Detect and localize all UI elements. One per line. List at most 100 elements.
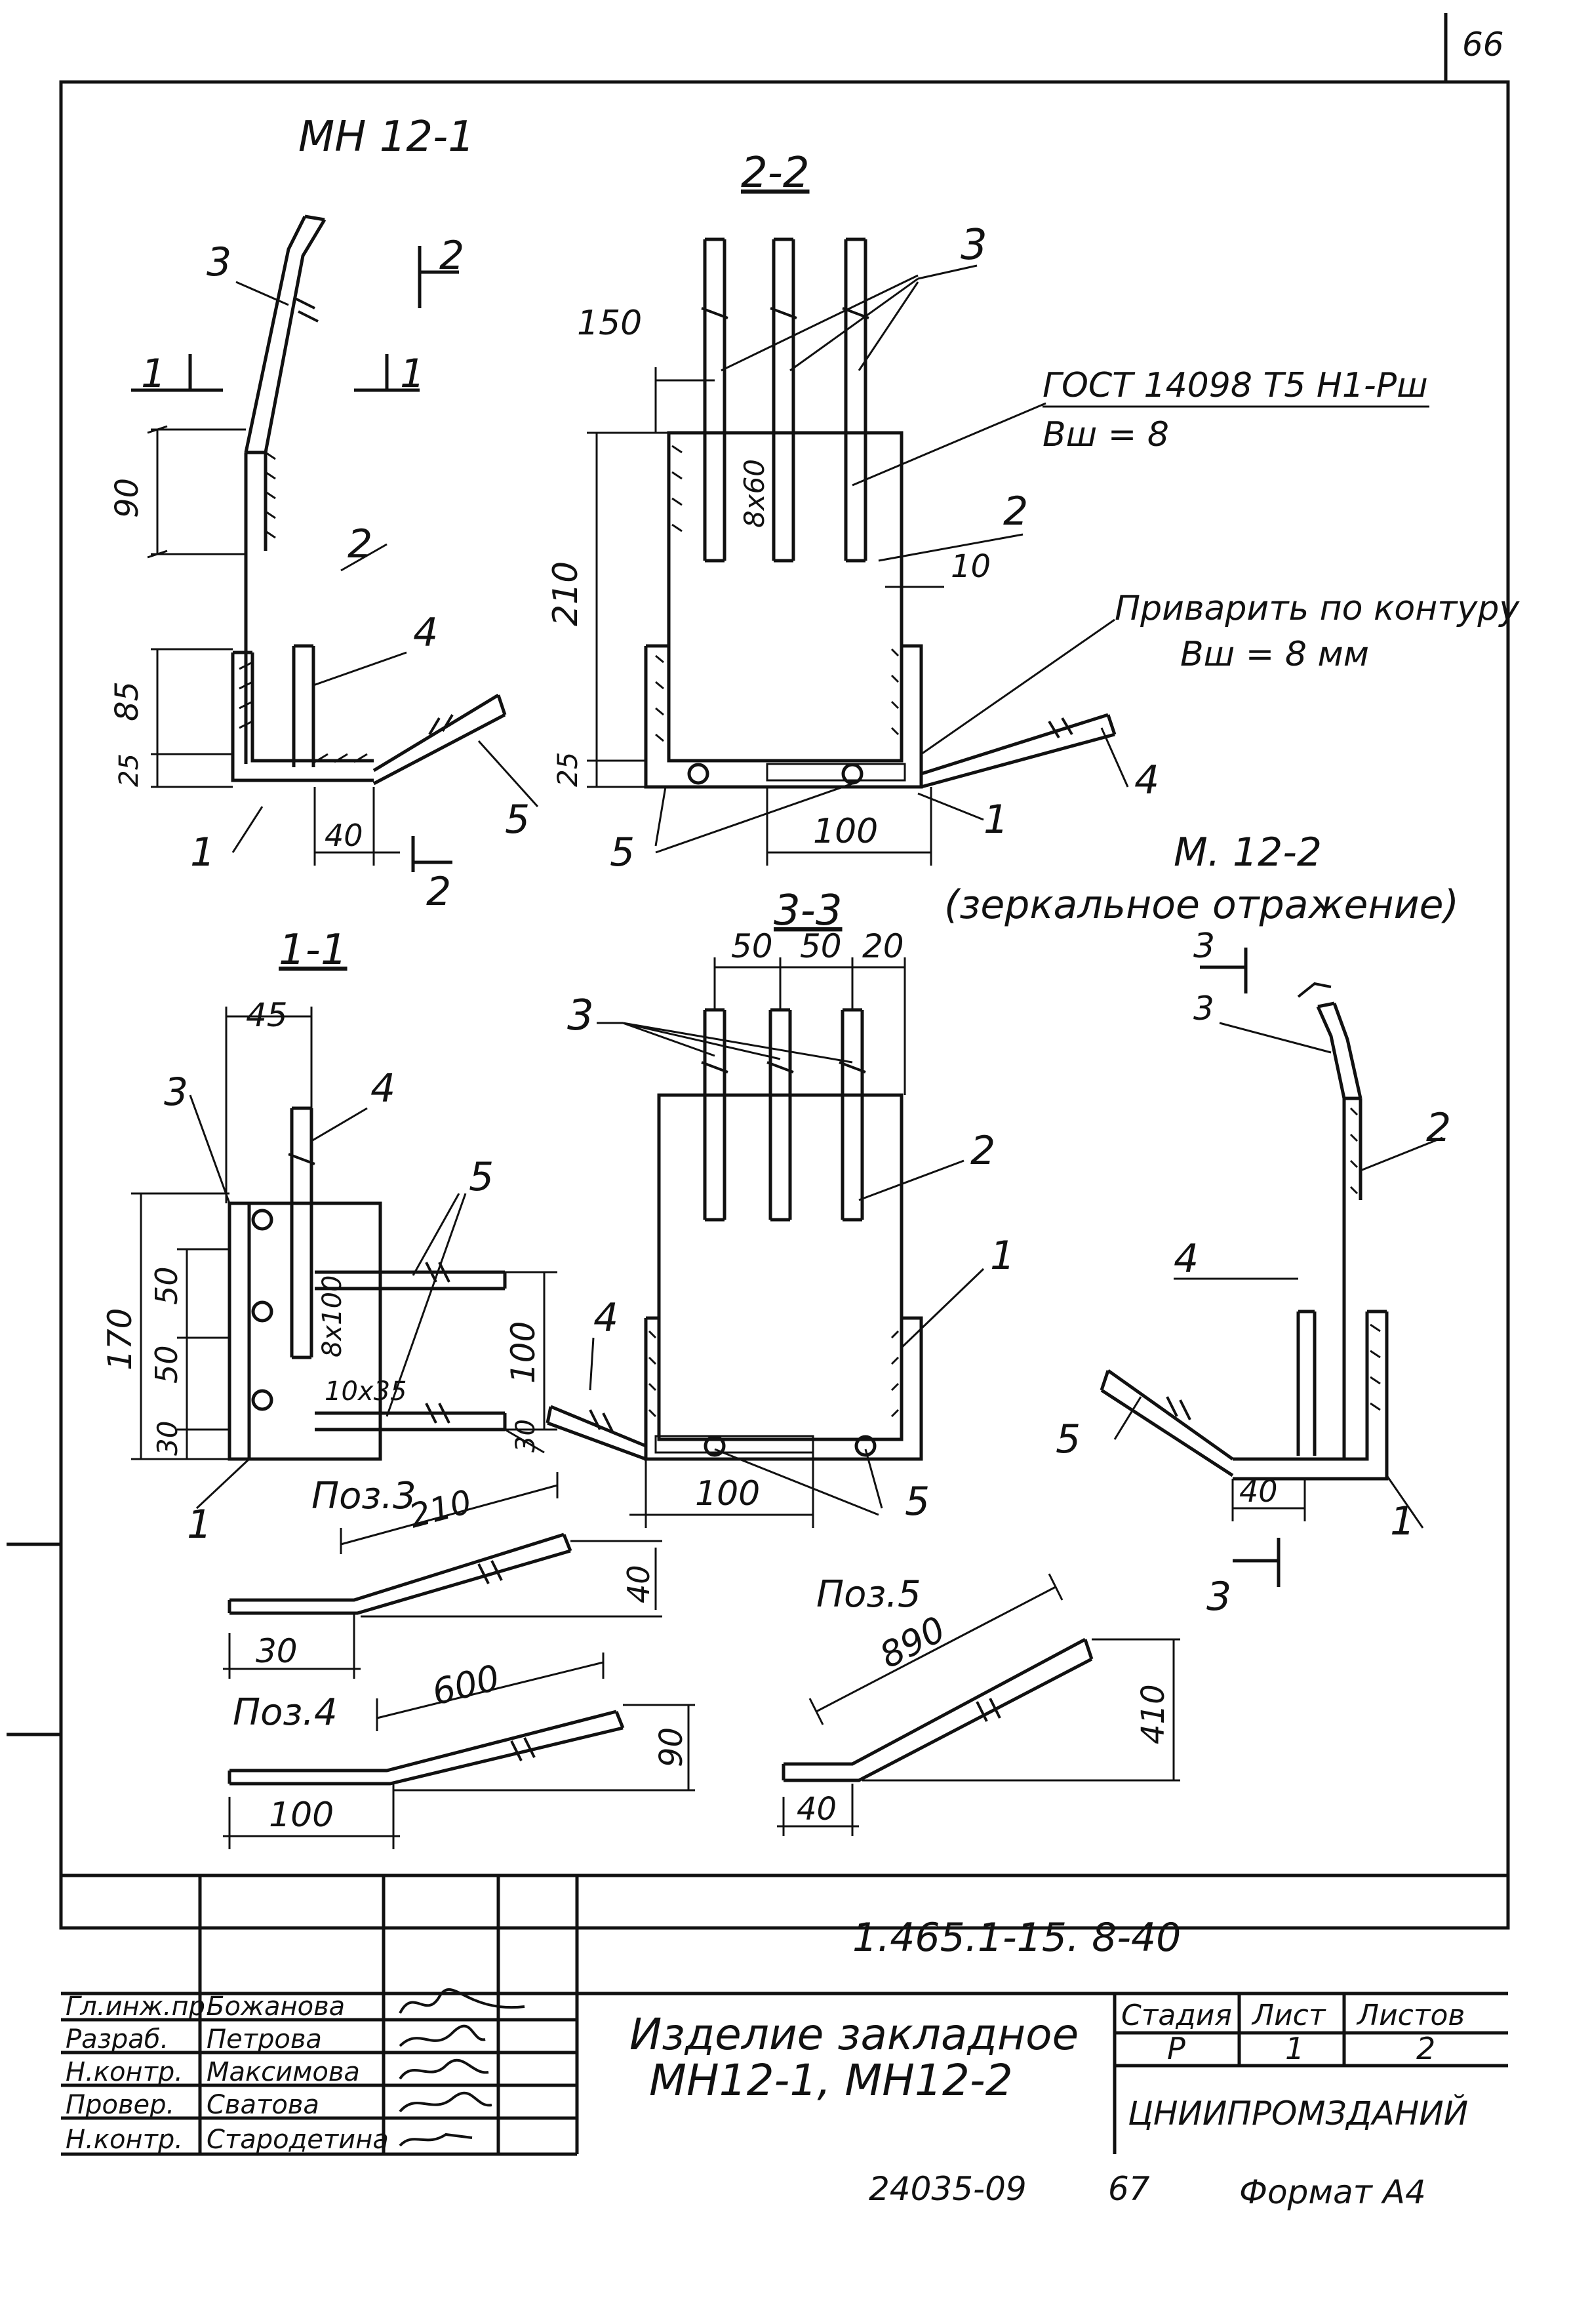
role-1: Разраб. xyxy=(66,2024,169,2054)
sheets-value: 2 xyxy=(1416,2031,1435,2066)
pos-4-2-2: 4 xyxy=(1134,757,1159,803)
view-subtitle-mn12-2: (зеркальное отражение) xyxy=(944,882,1459,928)
pos-2-3-3: 2 xyxy=(970,1128,995,1174)
dim-210-2-2: 210 xyxy=(546,561,586,626)
pos-1-3-3: 1 xyxy=(990,1233,1015,1279)
product-name-line2: МН12-1, МН12-2 xyxy=(649,2055,1013,2106)
pos-4-mn12-2: 4 xyxy=(1174,1236,1199,1282)
dim-50-1-1-b: 50 xyxy=(149,1345,184,1384)
dim-40-mn12-1: 40 xyxy=(325,818,363,853)
dim-410: 410 xyxy=(1135,1684,1172,1744)
person-1: Петрова xyxy=(207,2024,322,2054)
pos-4-3-3: 4 xyxy=(593,1295,618,1341)
view-title-3-3: 3-3 xyxy=(774,887,843,935)
pos-3-2-2: 3 xyxy=(961,221,987,270)
detail-poz5 xyxy=(777,1573,1180,1836)
dim-890: 890 xyxy=(873,1608,953,1676)
stage-value: Р xyxy=(1167,2031,1185,2066)
mn12-1-side-view xyxy=(131,214,539,872)
dim-100-2-2: 100 xyxy=(813,812,878,851)
pos-3-mn12-1: 3 xyxy=(207,239,231,285)
dim-8x60: 8х60 xyxy=(738,459,770,528)
dim-50-3-3-a: 50 xyxy=(731,927,773,965)
pos-2-mn12-2: 2 xyxy=(1426,1105,1451,1151)
section-3-3-view xyxy=(546,957,985,1528)
detail-poz3 xyxy=(223,1472,662,1679)
col-sheets-header: Листов xyxy=(1356,1999,1465,2032)
pos-2-mn12-1: 2 xyxy=(348,521,372,567)
pos-5-mn12-2: 5 xyxy=(1056,1416,1081,1462)
dim-90-mn12-1: 90 xyxy=(109,478,146,518)
dim-40-poz5: 40 xyxy=(797,1791,837,1828)
note-weld-contour-size: Вш = 8 мм xyxy=(1180,635,1369,674)
detail-label-poz4: Поз.4 xyxy=(233,1691,338,1734)
dim-90-poz4: 90 xyxy=(653,1727,690,1767)
section-mark-1-right: 1 xyxy=(400,351,425,397)
dim-100-1-1: 100 xyxy=(504,1321,542,1384)
dim-10x35: 10х35 xyxy=(325,1376,407,1407)
footer-page: 67 xyxy=(1108,2170,1150,2208)
person-0: Божанова xyxy=(207,1992,345,2022)
detail-label-poz3: Поз.3 xyxy=(311,1475,416,1517)
role-3: Провер. xyxy=(66,2090,174,2120)
dim-10: 10 xyxy=(951,548,991,585)
pos-5-3-3: 5 xyxy=(905,1479,930,1525)
person-3: Сватова xyxy=(207,2090,319,2120)
dim-25-mn12-1: 25 xyxy=(114,753,144,787)
section-mark-3-bottom: 3 xyxy=(1206,1574,1231,1620)
dim-30-1-1-a: 30 xyxy=(151,1421,184,1456)
sheet-number: 66 xyxy=(1462,26,1504,64)
view-title-mn12-1: МН 12-1 xyxy=(298,113,475,161)
view-title-2-2: 2-2 xyxy=(741,149,810,197)
product-name-line1: Изделие закладное xyxy=(629,2009,1079,2060)
doc-code: 1.465.1-15. 8-40 xyxy=(852,1915,1181,1961)
pos-5-2-2: 5 xyxy=(610,830,635,875)
pos-1-2-2: 1 xyxy=(984,797,1008,843)
note-gost: ГОСТ 14098 Т5 Н1-Рш xyxy=(1043,366,1428,405)
footer-inv: 24035-09 xyxy=(869,2170,1027,2208)
role-4: Н.контр. xyxy=(66,2125,183,2155)
dim-25-2-2: 25 xyxy=(551,752,584,787)
section-2-2-view xyxy=(587,237,1129,866)
sheet-value: 1 xyxy=(1285,2031,1304,2066)
sheet-frame xyxy=(7,13,1510,1930)
dim-50-1-1-a: 50 xyxy=(149,1266,184,1305)
dim-30-poz3: 30 xyxy=(256,1632,298,1670)
section-1-1-view xyxy=(131,1007,557,1510)
pos-5-1-1: 5 xyxy=(469,1154,494,1200)
pos-1-mn12-2: 1 xyxy=(1390,1498,1415,1544)
dim-85: 85 xyxy=(109,681,146,721)
note-weld-contour: Приварить по контуру xyxy=(1115,589,1520,628)
dim-100-poz4: 100 xyxy=(269,1795,334,1835)
organization: ЦНИИПРОМЗДАНИЙ xyxy=(1128,2094,1468,2133)
dim-50-3-3-b: 50 xyxy=(800,927,842,965)
role-0: Гл.инж.пр. xyxy=(66,1992,214,2022)
detail-label-poz5: Поз.5 xyxy=(816,1573,921,1616)
pos-1-mn12-1: 1 xyxy=(190,830,215,875)
pos-3-3-3: 3 xyxy=(567,992,594,1040)
section-mark-1-left: 1 xyxy=(141,351,166,397)
mn12-2-side-view xyxy=(1100,948,1443,1587)
dim-100-3-3: 100 xyxy=(695,1474,760,1513)
section-mark-3-top: 3 xyxy=(1193,927,1215,966)
dim-170: 170 xyxy=(101,1308,139,1371)
dim-8x100: 8х100 xyxy=(317,1275,348,1357)
dim-150: 150 xyxy=(577,304,642,343)
dim-40-mn12-2: 40 xyxy=(1239,1473,1278,1509)
dim-600: 600 xyxy=(428,1657,504,1713)
view-title-mn12-2: М. 12-2 xyxy=(1174,830,1322,875)
dim-30-1-1-b: 30 xyxy=(511,1419,541,1452)
pos-1-1-1: 1 xyxy=(187,1502,212,1548)
title-block xyxy=(61,1873,1508,2156)
pos-5-mn12-1: 5 xyxy=(505,797,530,843)
signatures xyxy=(399,1988,525,2147)
note-weld-bw8: Вш = 8 xyxy=(1043,415,1169,454)
dim-45: 45 xyxy=(246,996,288,1034)
role-2: Н.контр. xyxy=(66,2057,183,2087)
pos-4-mn12-1: 4 xyxy=(413,610,438,656)
view-title-1-1: 1-1 xyxy=(279,926,348,974)
person-2: Максимова xyxy=(207,2057,360,2087)
footer-format: Формат А4 xyxy=(1239,2173,1426,2211)
dim-20: 20 xyxy=(862,927,904,965)
